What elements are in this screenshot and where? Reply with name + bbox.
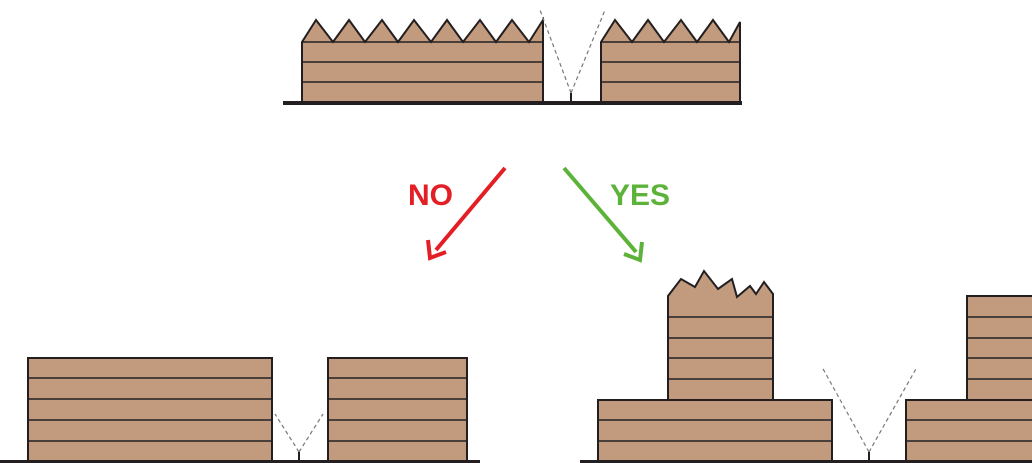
yes-pile-left-top-body	[667, 269, 774, 401]
original-pile-left-body	[301, 16, 544, 103]
original-pile-right-body	[600, 18, 741, 103]
no-sprinkler	[274, 413, 324, 461]
original-pile-left	[301, 16, 544, 103]
yes-sprinkler	[821, 366, 918, 461]
yes-pile-left-top	[667, 269, 774, 401]
no-pile-left	[27, 357, 273, 462]
yes-option-scene	[580, 269, 1032, 463]
no-option-scene	[0, 357, 480, 463]
original-piles-scene	[283, 9, 742, 105]
yes-arrow	[562, 166, 644, 263]
yes-pile-right-base	[905, 399, 1032, 463]
yes-label: YES	[610, 179, 670, 212]
no-label: NO	[408, 179, 453, 212]
original-pile-right	[600, 18, 741, 103]
yes-pile-left-base	[597, 399, 833, 463]
no-pile-right	[327, 357, 468, 462]
no-arrow	[426, 166, 507, 261]
yes-pile-right-top	[966, 295, 1032, 401]
original-sprinkler	[539, 9, 606, 102]
